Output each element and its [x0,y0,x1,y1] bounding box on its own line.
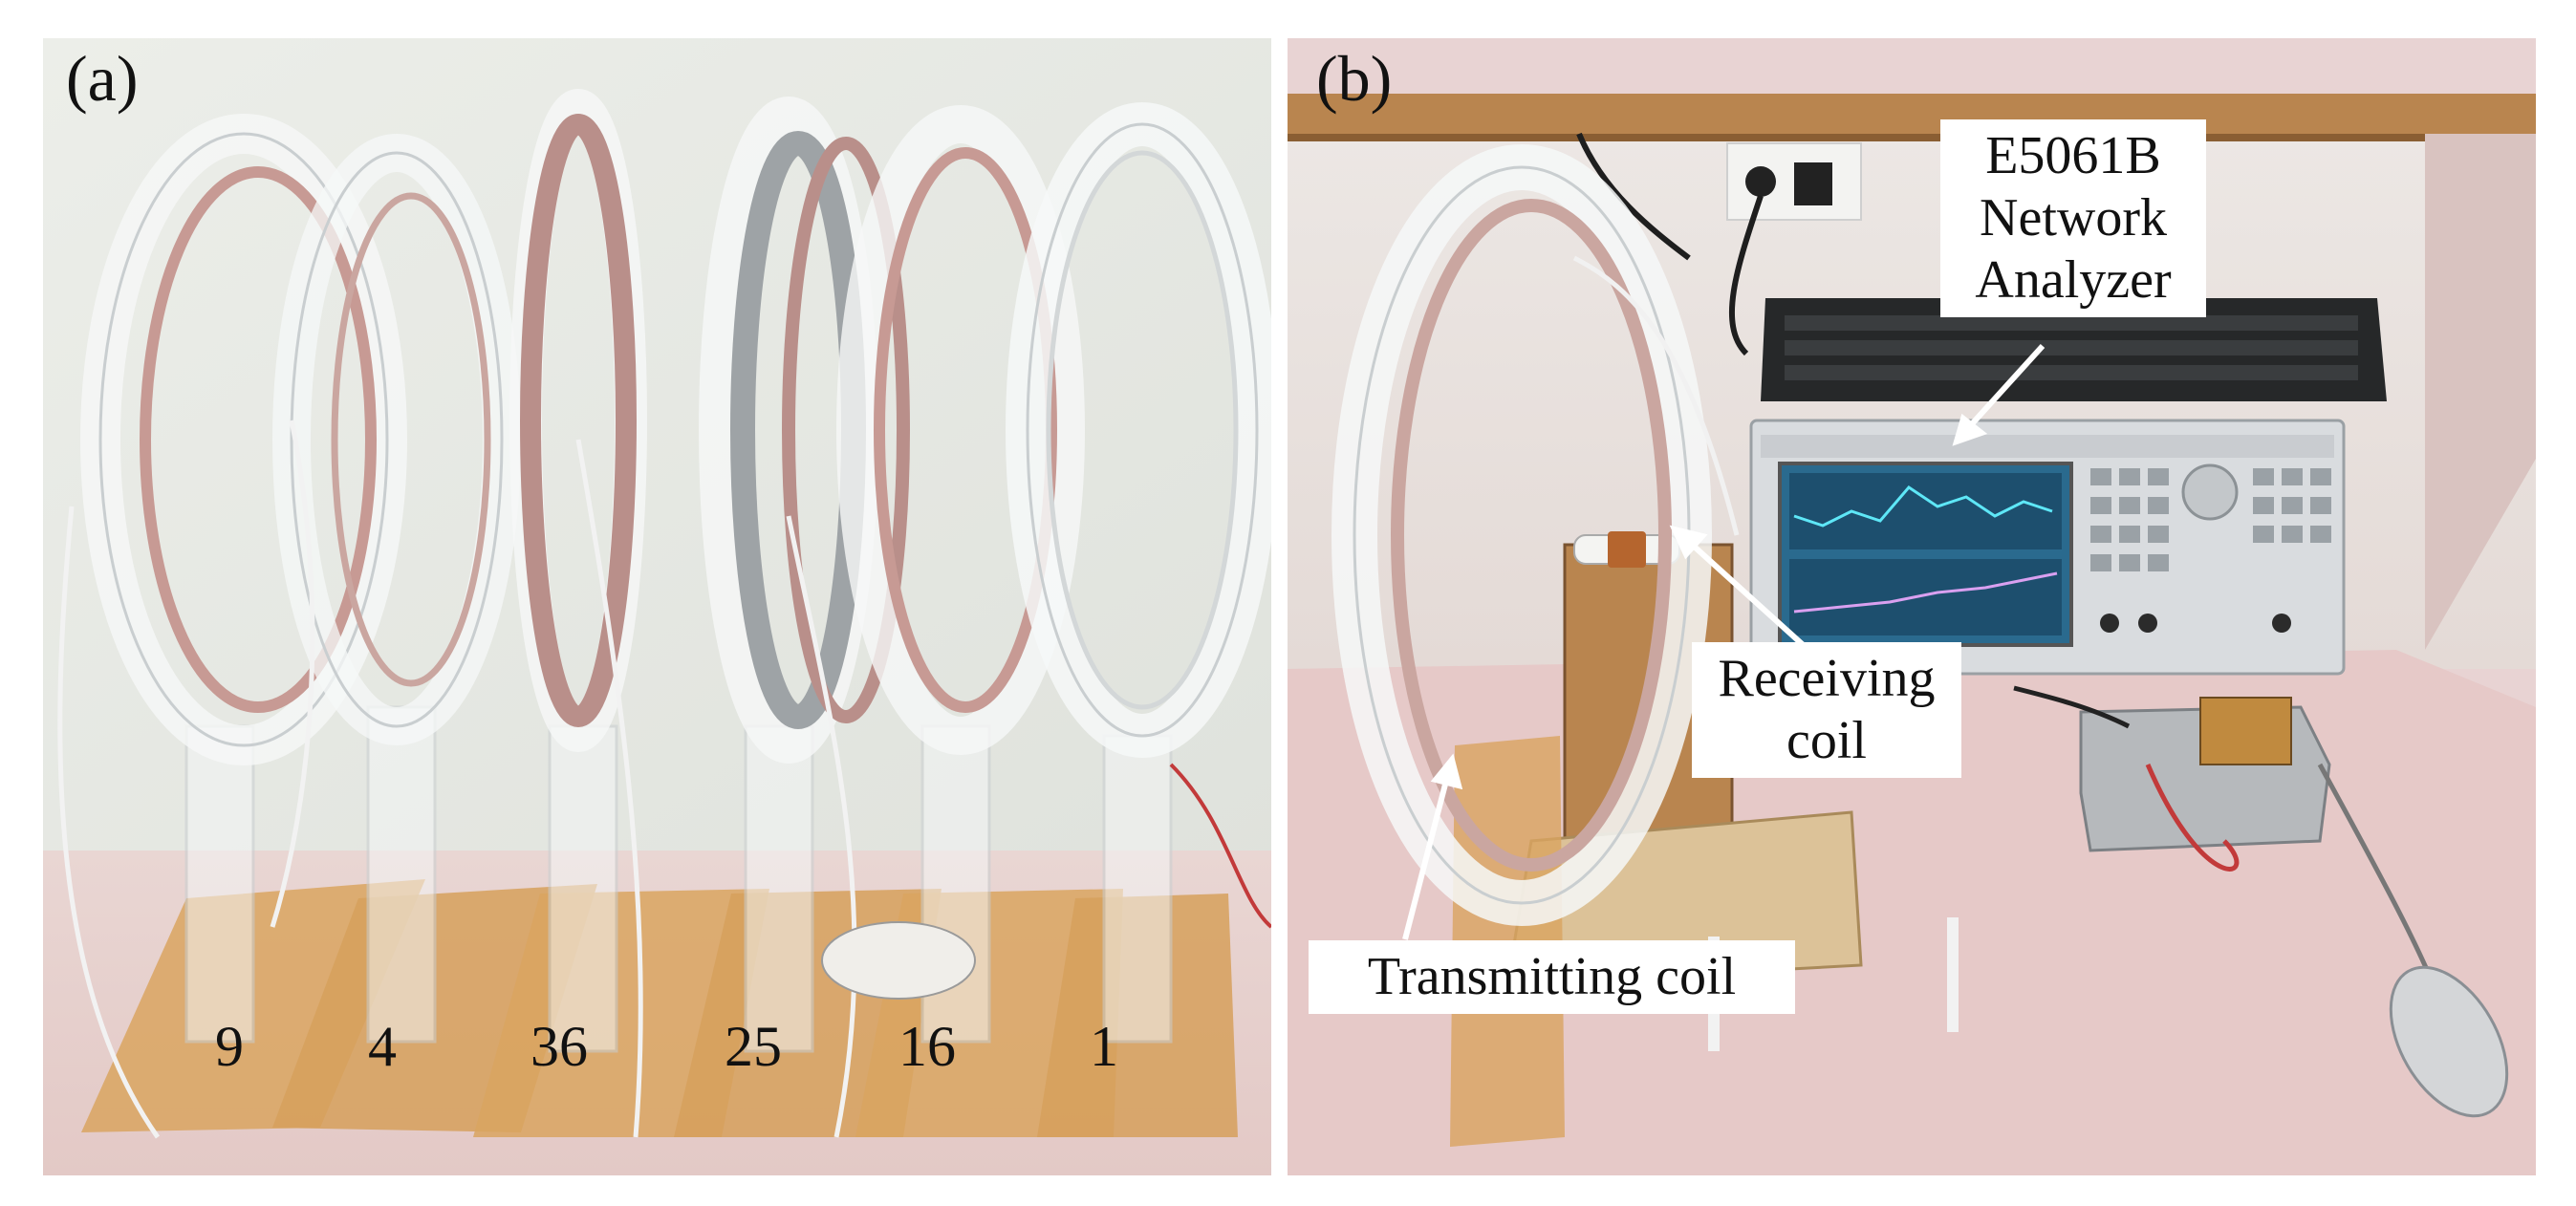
coil-number-label: 4 [368,1015,397,1078]
coil-number-label: 16 [898,1015,956,1078]
receiving-coil-callout: Receiving coil [1692,642,1961,778]
coil-array-photo [43,38,1271,1175]
panel-label-b: (b) [1316,42,1393,115]
coil-number-label: 25 [725,1015,782,1078]
network-analyzer-callout: E5061B Network Analyzer [1940,119,2206,317]
coil-number-label: 1 [1090,1015,1118,1078]
transmitting-coil-callout: Transmitting coil [1309,940,1795,1014]
coil-number-label: 36 [530,1015,588,1078]
panel-label-a: (a) [66,42,139,115]
photo-panel-a: (a) 9 4 36 25 16 1 [43,38,1271,1175]
coil-number-label: 9 [215,1015,244,1078]
photo-panel-b: (b) E5061B Network Analyzer Receiving co… [1288,38,2536,1175]
